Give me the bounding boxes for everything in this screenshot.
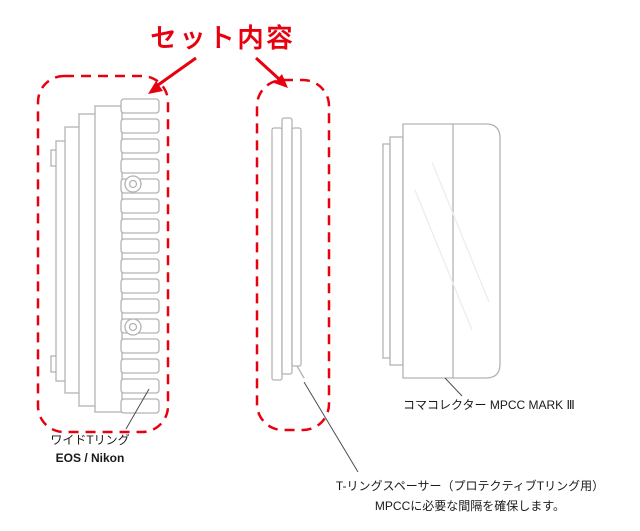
spacer-pointer-line: [303, 381, 359, 473]
t-ring-pointer-line: [125, 388, 150, 430]
corrector-pointer-line: [444, 377, 463, 397]
t-ring-drawing: [50, 98, 160, 414]
page-title: セット内容: [150, 23, 296, 53]
t-ring-label: ワイドTリング EOS / Nikon: [30, 431, 150, 467]
set-box-t-ring: [36, 74, 170, 434]
red-annotations: [36, 56, 331, 434]
line-drawings: [50, 98, 501, 414]
t-ring-label-line2: EOS / Nikon: [55, 451, 125, 465]
pointer-lines: [125, 377, 463, 473]
screw-icon: [124, 318, 142, 336]
screw-icon: [124, 175, 142, 193]
spacer-caption: T-リングスペーサー（プロテクティブTリング用） MPCCに必要な間隔を確保しま…: [316, 477, 624, 517]
arrow-left: [148, 56, 197, 94]
spacer-caption-line1: T-リングスペーサー（プロテクティブTリング用）: [335, 479, 605, 493]
t-ring-label-line1: ワイドTリング: [50, 433, 130, 447]
set-box-spacer: [255, 78, 331, 432]
spacer-caption-line2: MPCCに必要な間隔を確保します。: [374, 498, 566, 513]
arrow-right: [254, 56, 288, 88]
corrector-drawing: [382, 123, 501, 379]
spacer-drawing: [271, 117, 305, 381]
corrector-label: コマコレクター MPCC MARK Ⅲ: [403, 398, 575, 412]
